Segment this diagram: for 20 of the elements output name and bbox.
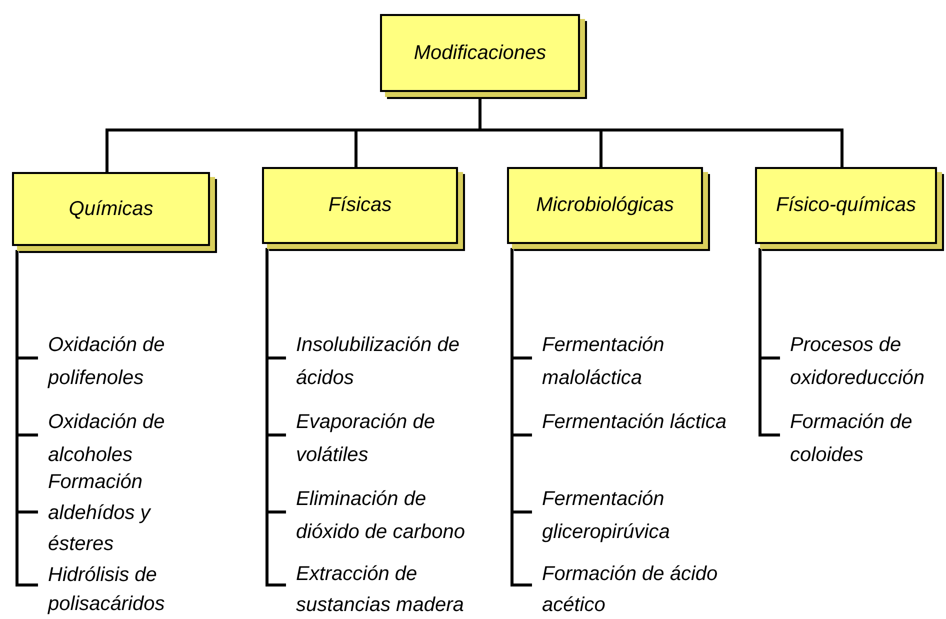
item-text: Eliminación de dióxido de carbono [296,483,486,549]
box-label: Modificaciones [414,42,546,64]
item-text: Insolubilización de ácidos [296,329,486,395]
box-label: Microbiológicas [536,194,674,217]
connector-line [16,250,38,586]
box-label: Químicas [68,198,154,220]
item-text: Oxidación de polifenoles [48,329,228,395]
box-label: Físicas [328,194,392,217]
item-text: Fermentación gliceropirúvica [542,483,732,549]
item-text: Formación de ácido acético [542,559,732,619]
item-text: Fermentación láctica [542,406,732,439]
item-text: Evaporación de volátiles [296,406,486,472]
connector-line [510,248,532,586]
item-text: Fermentación maloláctica [542,329,732,395]
item-text: Extracción de sustancias madera [296,559,486,619]
connector-line [266,248,286,586]
item-text: Hidrólisis de polisacáridos [48,561,228,619]
item-text: Formación de coloides [790,406,940,472]
item-text: Procesos de oxidoreducción [790,329,940,395]
box-label: Físico-químicas [776,194,916,217]
